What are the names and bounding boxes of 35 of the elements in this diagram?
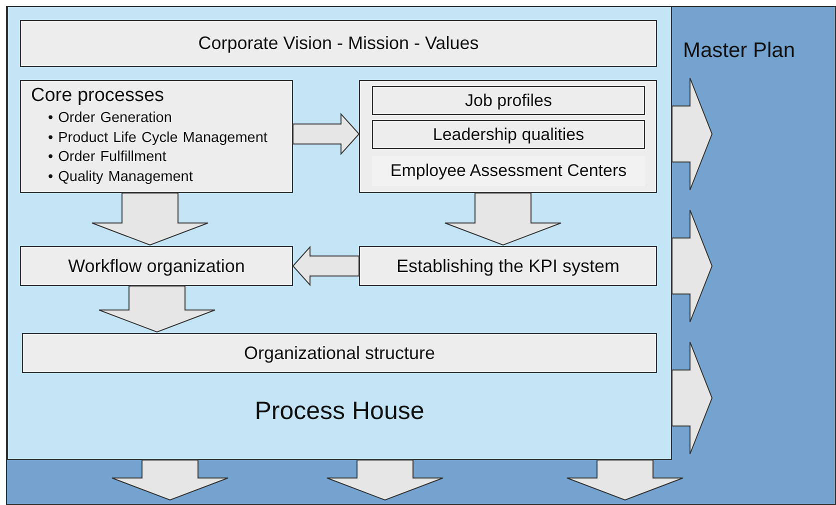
box-label: Leadership qualities	[432, 124, 584, 144]
block-arrow	[98, 286, 216, 333]
process-box	[372, 86, 645, 115]
box-label: Workflow organization	[68, 256, 245, 276]
box-label: Corporate Vision - Mission - Values	[198, 33, 479, 54]
process-box	[20, 80, 293, 193]
process-box	[22, 333, 657, 373]
block-arrow	[672, 342, 713, 454]
process-house-area	[7, 6, 672, 460]
block-arrow	[92, 192, 208, 246]
block-arrow	[292, 246, 360, 286]
box-label: Employee Assessment Centers	[390, 161, 627, 181]
block-arrow	[292, 112, 360, 156]
list-item: • Order Fulfillment	[48, 148, 168, 167]
process-box	[20, 20, 657, 67]
block-arrow	[112, 460, 228, 501]
group-box	[359, 80, 657, 193]
process-box	[359, 246, 657, 286]
box-label: Establishing the KPI system	[396, 256, 620, 276]
block-arrow	[444, 192, 562, 246]
block-arrow	[672, 78, 713, 190]
block-arrow	[672, 210, 713, 322]
area-title: Master Plan	[683, 39, 796, 63]
list-item: • Product Life Cycle Management	[48, 128, 268, 148]
master-plan-area	[6, 6, 836, 505]
box-heading: Core processes	[31, 85, 166, 107]
box-label: Organizational structure	[244, 342, 436, 364]
box-label: Job profiles	[465, 90, 552, 110]
block-arrow	[326, 460, 444, 501]
process-box	[20, 246, 293, 286]
block-arrow	[566, 460, 684, 501]
area-title: Process House	[254, 397, 426, 426]
process-box	[372, 120, 645, 149]
list-item: • Order Generation	[48, 109, 173, 128]
list-item: • Quality Management	[48, 168, 194, 186]
